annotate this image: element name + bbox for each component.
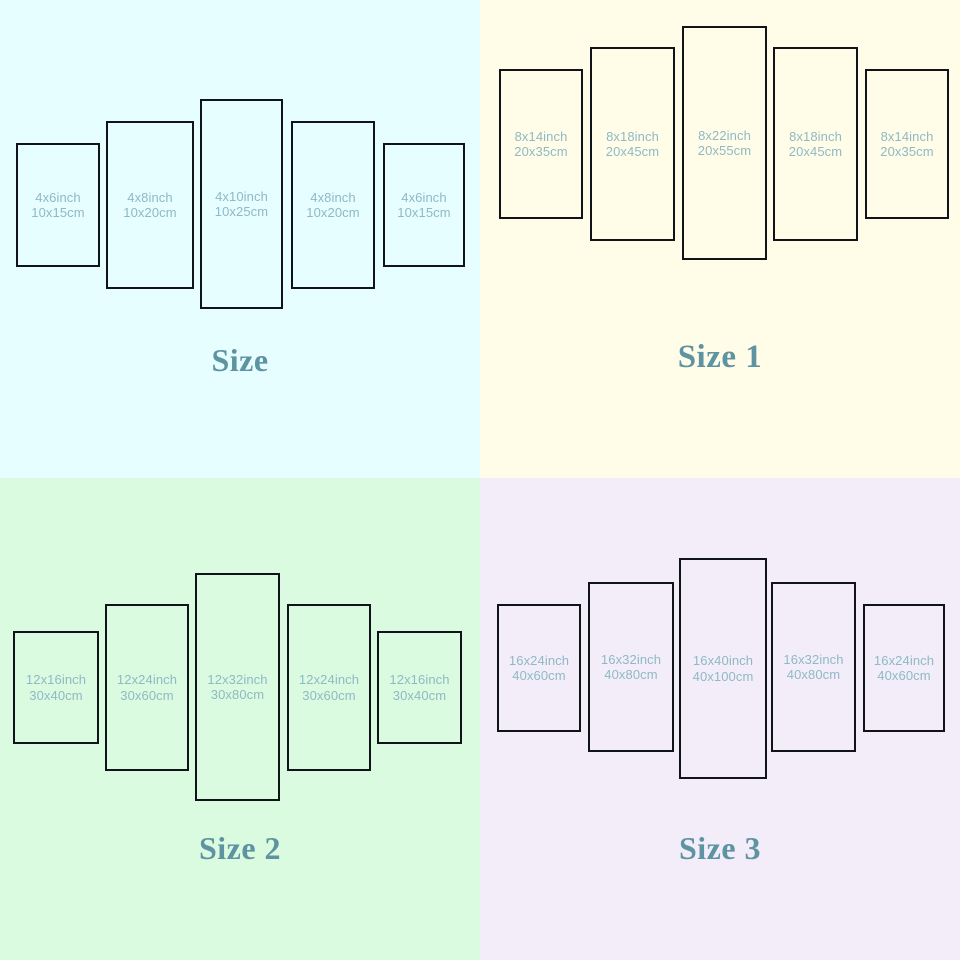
size-option-size-3[interactable]: 16x24inch 40x60cm 16x32inch 40x80cm 16x4… [480, 478, 960, 960]
canvas-panel: 8x22inch 20x55cm [682, 26, 767, 260]
panel-size-inch: 16x40inch [692, 653, 754, 669]
panel-size-inch: 16x24inch [873, 652, 935, 668]
canvas-panel: 8x18inch 20x45cm [590, 47, 675, 241]
panel-size-cm: 10x20cm [306, 205, 360, 220]
canvas-panel: 8x18inch 20x45cm [773, 47, 858, 241]
panel-size-label: 16x24inch 40x60cm [874, 653, 934, 684]
panel-size-label: 12x32inch 30x80cm [207, 672, 267, 703]
size-option-size-1[interactable]: 8x14inch 20x35cm 8x18inch 20x45cm 8x22in… [480, 0, 960, 478]
panel-arrangement: 16x24inch 40x60cm 16x32inch 40x80cm 16x4… [480, 478, 960, 960]
panel-size-cm: 20x45cm [605, 144, 660, 159]
canvas-panel: 8x14inch 20x35cm [865, 69, 949, 219]
panel-size-cm: 40x100cm [692, 668, 754, 684]
canvas-panel: 16x32inch 40x80cm [588, 582, 674, 752]
panel-size-inch: 4x8inch [127, 189, 173, 205]
canvas-panel: 16x24inch 40x60cm [863, 604, 945, 732]
canvas-panel: 4x10inch 10x25cm [200, 99, 283, 309]
canvas-panel: 4x8inch 10x20cm [291, 121, 375, 289]
canvas-panel: 4x8inch 10x20cm [106, 121, 194, 289]
panel-size-inch: 8x18inch [789, 128, 842, 144]
panel-size-inch: 8x18inch [606, 128, 659, 144]
size-option-heading: Size 3 [678, 830, 762, 866]
panel-size-label: 8x18inch 20x45cm [606, 129, 659, 160]
panel-size-label: 12x16inch 30x40cm [26, 672, 86, 703]
panel-size-inch: 12x24inch [116, 672, 178, 688]
panel-size-cm: 40x80cm [786, 667, 841, 682]
panel-size-label: 16x40inch 40x100cm [693, 653, 754, 684]
panel-size-cm: 40x80cm [604, 667, 658, 682]
panel-size-label: 12x16inch 30x40cm [389, 672, 449, 703]
panel-size-inch: 4x8inch [310, 189, 356, 205]
panel-size-cm: 30x60cm [302, 687, 356, 703]
panel-size-inch: 8x14inch [880, 128, 934, 144]
panel-size-cm: 20x55cm [697, 143, 752, 158]
size-option-heading: Size 1 [677, 339, 763, 375]
panel-size-label: 12x24inch 30x60cm [117, 672, 177, 703]
canvas-panel: 12x24inch 30x60cm [287, 604, 371, 771]
canvas-panel: 12x32inch 30x80cm [195, 573, 280, 801]
size-option-heading: Size 2 [198, 830, 282, 866]
panel-size-cm: 40x60cm [877, 668, 931, 683]
panel-size-label: 8x14inch 20x35cm [514, 129, 567, 160]
panel-size-label: 16x24inch 40x60cm [509, 653, 569, 684]
panel-size-cm: 10x15cm [31, 205, 85, 220]
panel-size-inch: 16x32inch [783, 651, 844, 667]
panel-size-label: 4x6inch 10x15cm [397, 190, 450, 221]
panel-size-cm: 10x20cm [123, 205, 177, 220]
canvas-panel: 12x16inch 30x40cm [13, 631, 99, 744]
panel-size-cm: 30x40cm [392, 687, 447, 703]
panel-size-label: 4x8inch 10x20cm [306, 190, 359, 221]
panel-size-inch: 12x16inch [389, 672, 450, 688]
panel-size-cm: 20x35cm [514, 144, 568, 159]
panel-arrangement: 8x14inch 20x35cm 8x18inch 20x45cm 8x22in… [480, 0, 960, 478]
panel-size-cm: 10x25cm [214, 204, 269, 219]
panel-size-label: 4x10inch 10x25cm [215, 189, 268, 220]
canvas-panel: 4x6inch 10x15cm [16, 143, 100, 267]
canvas-panel: 16x24inch 40x60cm [497, 604, 581, 732]
canvas-panel: 8x14inch 20x35cm [499, 69, 583, 219]
panel-size-cm: 10x15cm [397, 205, 451, 220]
panel-size-label: 8x14inch 20x35cm [880, 129, 933, 160]
panel-size-inch: 8x14inch [514, 128, 568, 144]
panel-size-label: 4x8inch 10x20cm [123, 190, 176, 221]
panel-size-cm: 30x80cm [210, 687, 265, 702]
panel-size-cm: 30x60cm [120, 687, 174, 703]
panel-size-cm: 40x60cm [512, 668, 566, 683]
panel-size-inch: 4x6inch [35, 189, 81, 205]
canvas-panel: 12x16inch 30x40cm [377, 631, 462, 744]
panel-size-inch: 16x24inch [508, 652, 570, 668]
panel-size-inch: 12x16inch [25, 672, 87, 688]
panel-arrangement: 4x6inch 10x15cm 4x8inch 10x20cm 4x10inch… [0, 0, 480, 478]
panel-size-inch: 4x10inch [215, 188, 268, 204]
panel-size-label: 8x22inch 20x55cm [698, 128, 751, 159]
panel-size-label: 4x6inch 10x15cm [31, 190, 84, 221]
panel-size-inch: 16x32inch [600, 651, 662, 667]
size-option-size-2[interactable]: 12x16inch 30x40cm 12x24inch 30x60cm 12x3… [0, 478, 480, 960]
panel-size-inch: 12x24inch [298, 672, 360, 688]
panel-size-cm: 30x40cm [29, 687, 83, 703]
panel-size-inch: 4x6inch [401, 189, 447, 205]
panel-size-label: 12x24inch 30x60cm [299, 672, 359, 703]
canvas-panel: 12x24inch 30x60cm [105, 604, 189, 771]
panel-size-label: 16x32inch 40x80cm [783, 652, 843, 683]
size-option-size[interactable]: 4x6inch 10x15cm 4x8inch 10x20cm 4x10inch… [0, 0, 480, 478]
canvas-panel: 16x32inch 40x80cm [771, 582, 856, 752]
panel-size-inch: 12x32inch [207, 671, 268, 687]
panel-size-inch: 8x22inch [698, 127, 751, 143]
size-option-heading: Size [211, 342, 269, 378]
panel-size-cm: 20x45cm [788, 144, 843, 159]
canvas-panel: 4x6inch 10x15cm [383, 143, 465, 267]
panel-size-cm: 20x35cm [880, 144, 934, 159]
panel-size-label: 16x32inch 40x80cm [601, 652, 661, 683]
canvas-panel: 16x40inch 40x100cm [679, 558, 767, 779]
panel-arrangement: 12x16inch 30x40cm 12x24inch 30x60cm 12x3… [0, 478, 480, 960]
panel-size-label: 8x18inch 20x45cm [789, 129, 842, 160]
